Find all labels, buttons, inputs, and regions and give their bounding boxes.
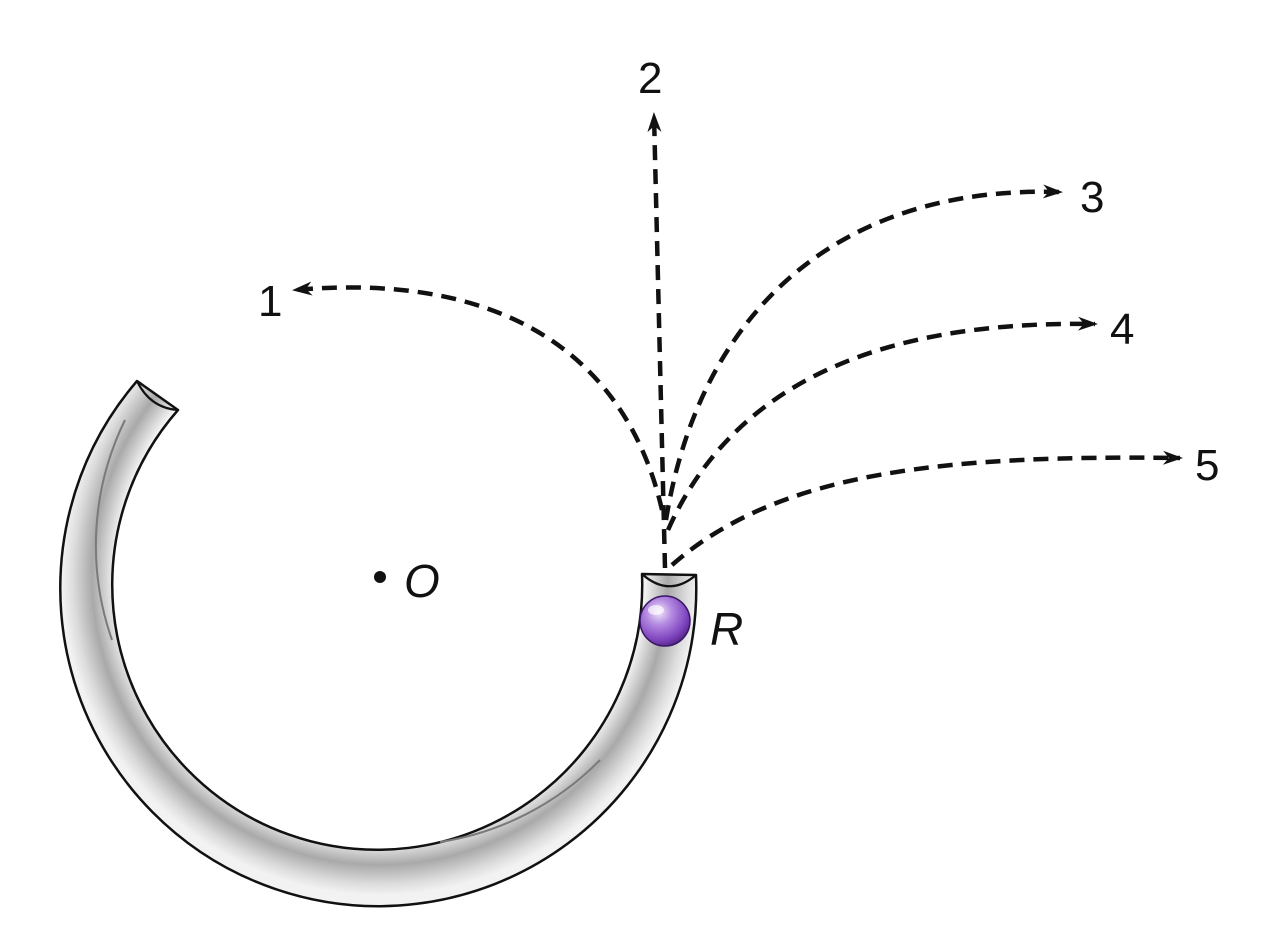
trajectory-label-5: 5 — [1195, 441, 1219, 490]
tube-body — [59, 379, 698, 908]
trajectory-3 — [663, 184, 1063, 521]
ball-label: R — [710, 603, 743, 655]
tube-right-opening — [641, 573, 697, 588]
tube-reflection — [94, 419, 126, 641]
center-point — [374, 571, 386, 583]
trajectory-label-2: 2 — [638, 54, 662, 103]
trajectory-label-3: 3 — [1080, 173, 1104, 222]
ball — [639, 595, 691, 647]
trajectory-label-1: 1 — [258, 277, 282, 326]
center-label: O — [404, 555, 440, 607]
tube-top-opening — [136, 380, 179, 412]
trajectories — [292, 112, 1183, 569]
trajectory-1 — [292, 281, 665, 511]
trajectory-4 — [665, 316, 1098, 531]
tube-reflection-bottom — [439, 759, 601, 843]
trajectory-5 — [670, 450, 1183, 567]
trajectory-label-4: 4 — [1110, 305, 1134, 354]
trajectory-2 — [647, 112, 668, 569]
circular-tube — [59, 379, 698, 908]
